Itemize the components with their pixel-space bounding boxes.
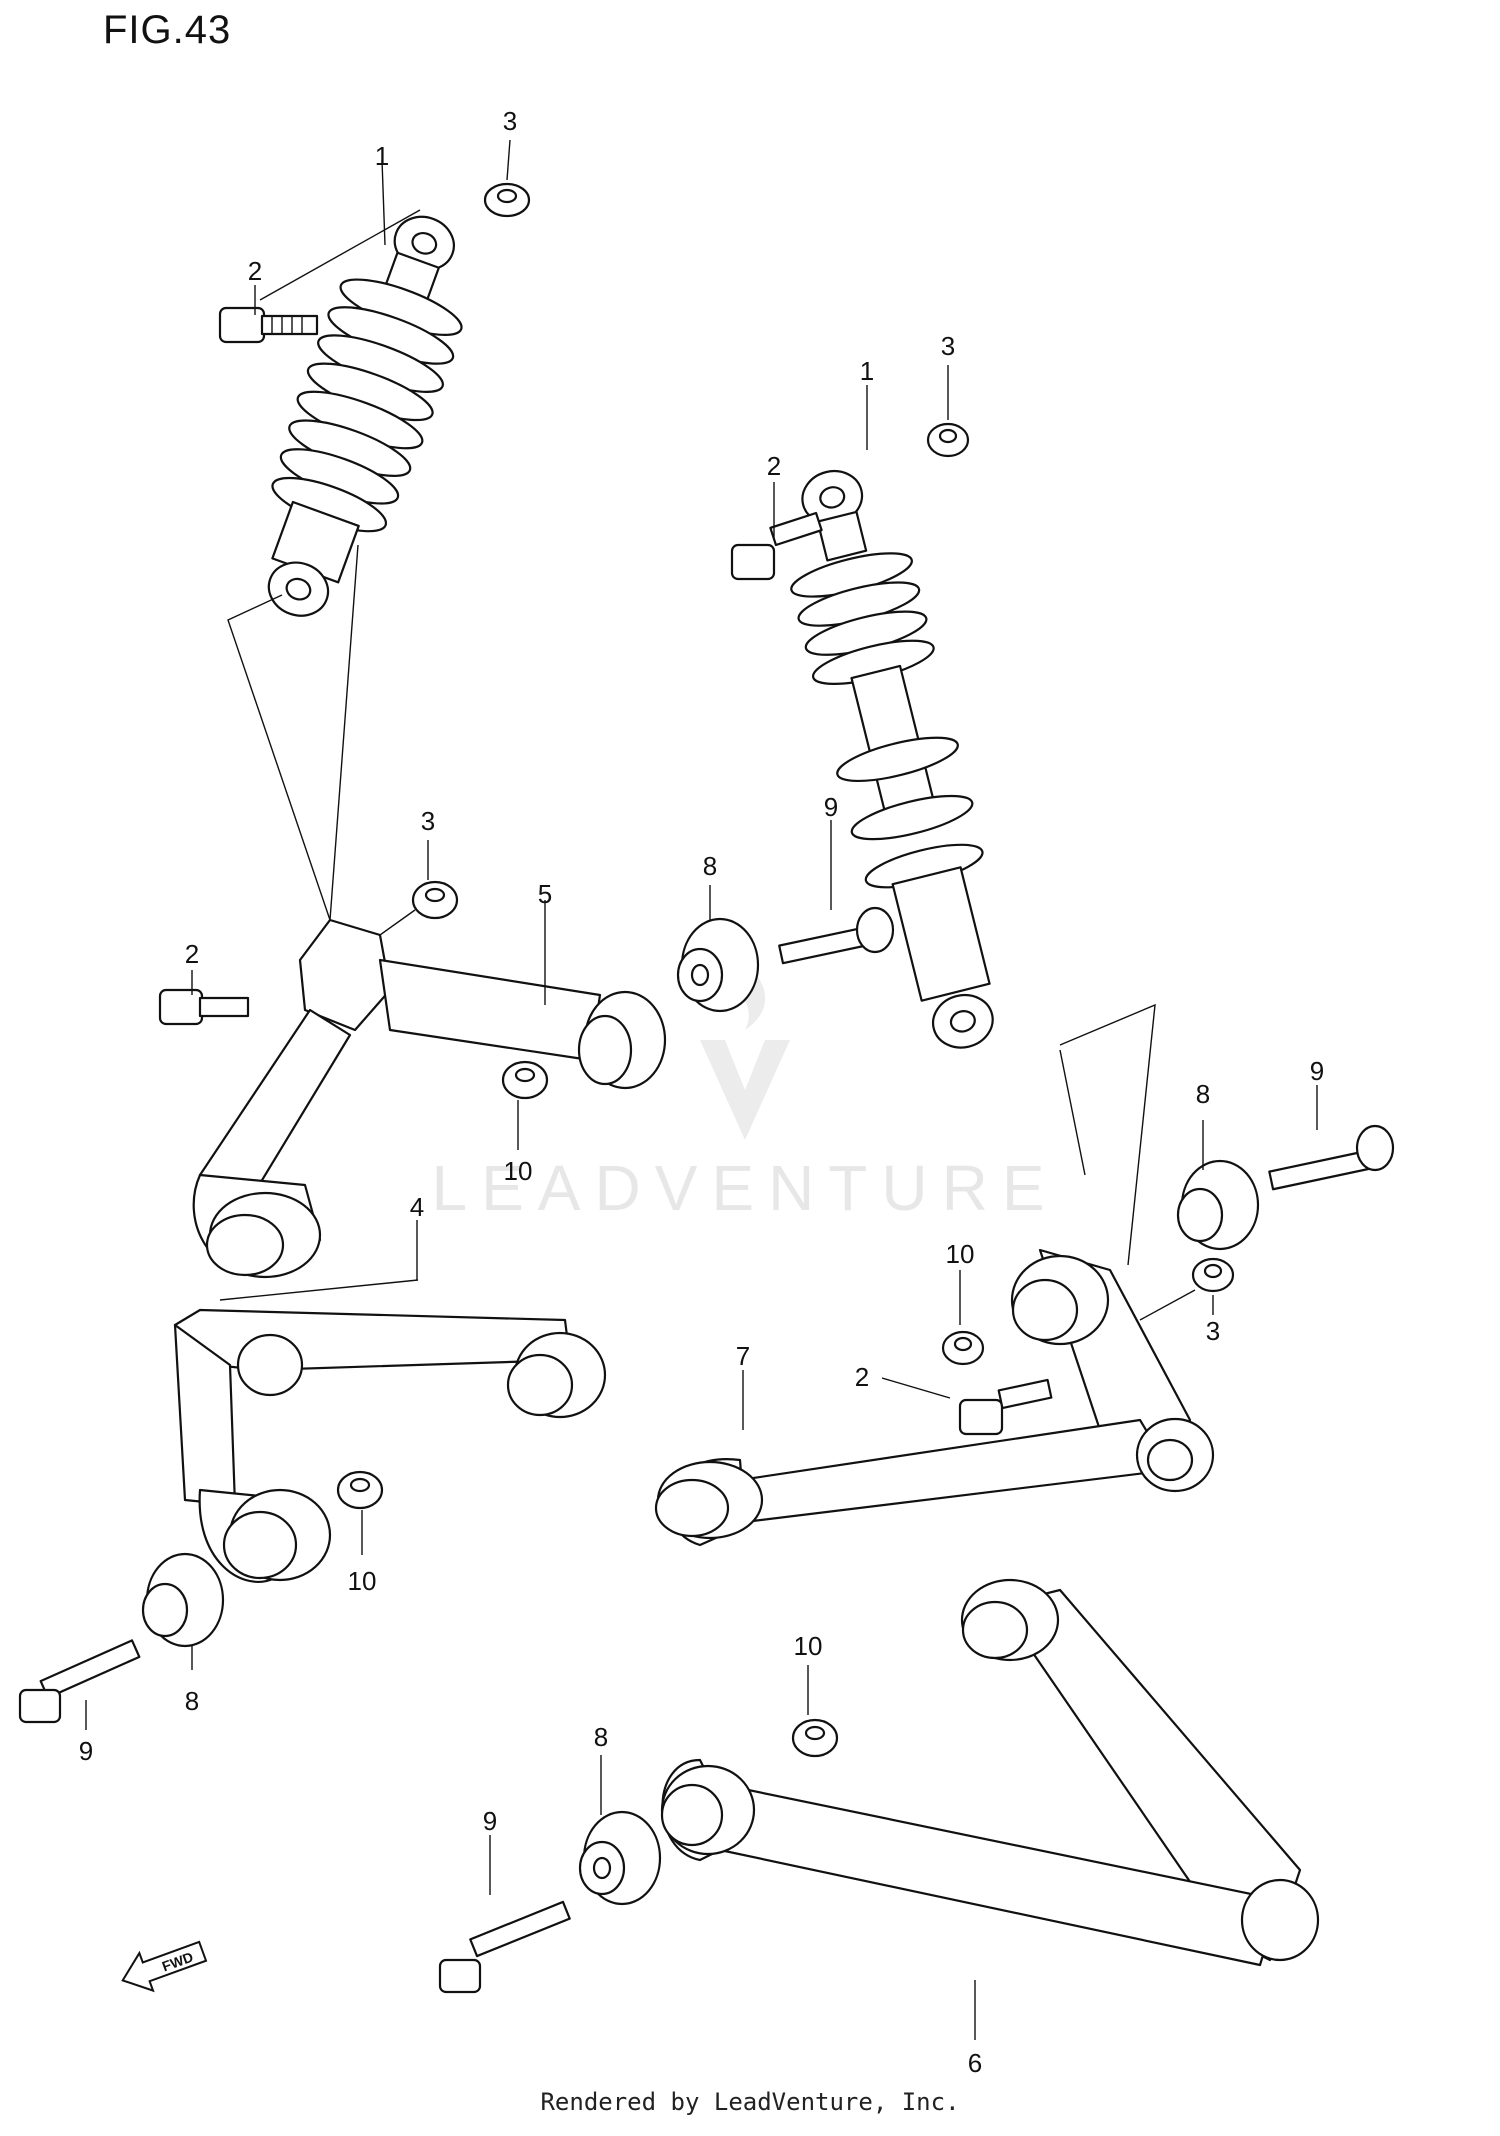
left-shock-bolt bbox=[218, 306, 319, 344]
right-shock-bolt-2 bbox=[730, 511, 823, 581]
callout-label: 3 bbox=[941, 331, 955, 361]
callout-label: 10 bbox=[794, 1631, 823, 1661]
callout-label: 2 bbox=[185, 939, 199, 969]
callout-label: 3 bbox=[1206, 1316, 1220, 1346]
callout-label: 6 bbox=[968, 2048, 982, 2078]
right-lower-nut-10 bbox=[791, 1718, 839, 1758]
figure-title: FIG.43 bbox=[103, 8, 232, 52]
right-shock-nut-3 bbox=[926, 422, 970, 458]
callout-label: 9 bbox=[824, 792, 838, 822]
left-shock-nut bbox=[483, 182, 531, 218]
right-upper-arm bbox=[654, 1248, 1215, 1547]
callout-label: 2 bbox=[248, 256, 262, 286]
right-shock-absorber bbox=[790, 470, 994, 1049]
left-arm-bolt-2 bbox=[158, 988, 250, 1026]
callout-label: 8 bbox=[185, 1686, 199, 1716]
callout-label: 8 bbox=[594, 1722, 608, 1752]
callout-label: 9 bbox=[79, 1736, 93, 1766]
left-upper-arm bbox=[192, 918, 667, 1279]
callout-label: 9 bbox=[483, 1806, 497, 1836]
callout-label: 2 bbox=[767, 451, 781, 481]
left-bushing-8 bbox=[676, 917, 760, 1013]
right-lower-arm bbox=[660, 1578, 1320, 1967]
callout-labels: 1 2 3 1 2 3 3 2 5 8 9 10 4 8 9 9 10 3 2 … bbox=[79, 106, 1324, 2078]
callout-label: 8 bbox=[703, 851, 717, 881]
left-shock-leader bbox=[227, 544, 359, 921]
right-arm-nut-3 bbox=[1139, 1257, 1235, 1321]
callout-label: 4 bbox=[410, 1192, 424, 1222]
left-lower-bushing-8 bbox=[141, 1552, 225, 1648]
right-lower-bushing-8 bbox=[578, 1810, 662, 1906]
callout-label: 5 bbox=[538, 879, 552, 909]
callout-label: 7 bbox=[736, 1341, 750, 1371]
left-arm-nut-10 bbox=[501, 1060, 549, 1100]
right-shock-leader bbox=[1059, 1003, 1156, 1266]
callout-label: 10 bbox=[946, 1239, 975, 1269]
right-bushing-8 bbox=[1176, 1159, 1260, 1251]
callout-label: 8 bbox=[1196, 1079, 1210, 1109]
left-lower-arm bbox=[173, 1308, 607, 1583]
right-arm-bolt-2 bbox=[958, 1378, 1053, 1436]
left-bolt-9 bbox=[778, 906, 895, 965]
left-lower-bolt-9 bbox=[18, 1639, 141, 1724]
fwd-arrow-icon: FWD bbox=[121, 1940, 208, 1993]
right-arm-nut-10 bbox=[941, 1330, 985, 1366]
callout-label: 3 bbox=[421, 806, 435, 836]
right-lower-bolt-9 bbox=[438, 1900, 571, 1994]
right-bolt-9 bbox=[1268, 1124, 1395, 1191]
callout-label: 3 bbox=[503, 106, 517, 136]
footer-credit: Rendered by LeadVenture, Inc. bbox=[540, 2088, 960, 2116]
callout-label: 10 bbox=[348, 1566, 377, 1596]
callout-label: 2 bbox=[855, 1362, 869, 1392]
callout-leaders bbox=[85, 139, 1318, 2040]
left-shock-absorber bbox=[259, 209, 463, 617]
callout-label: 1 bbox=[860, 356, 874, 386]
callout-label: 9 bbox=[1310, 1056, 1324, 1086]
left-lower-nut-10 bbox=[336, 1470, 384, 1510]
callout-label: 1 bbox=[375, 141, 389, 171]
watermark-text: LEADVENTURE bbox=[432, 1152, 1059, 1224]
left-arm-nut-3 bbox=[379, 880, 459, 936]
callout-label: 10 bbox=[504, 1156, 533, 1186]
